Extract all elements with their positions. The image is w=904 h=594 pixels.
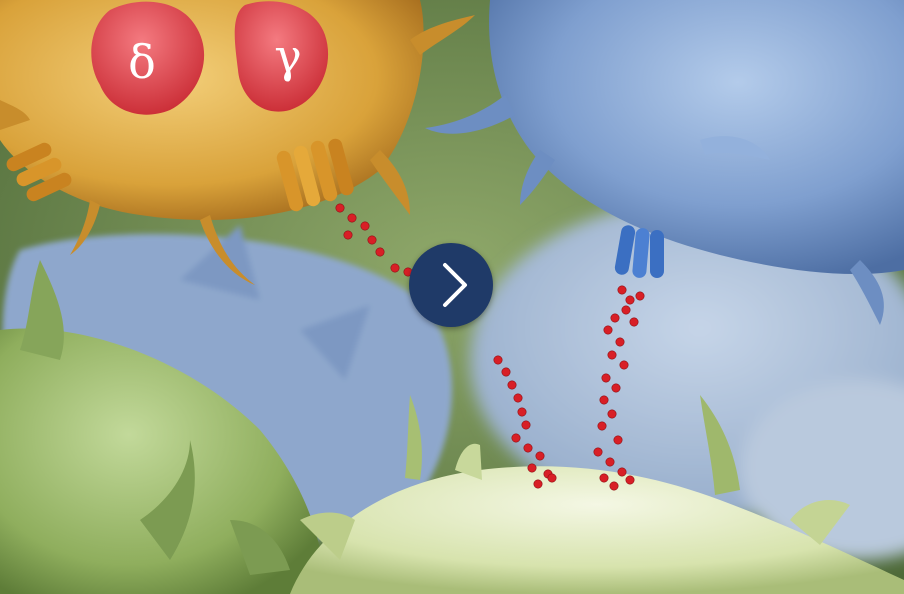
molecule-dot [619, 360, 629, 370]
molecule-dot [617, 285, 627, 295]
gamma-receptor: γ [234, 1, 329, 112]
background-blue-cell [470, 200, 904, 560]
molecule-dot [599, 395, 609, 405]
molecule-dot [607, 409, 617, 419]
delta-label: δ [128, 35, 156, 89]
molecule-dot [535, 451, 545, 461]
molecule-dot [601, 373, 611, 383]
molecule-dot [493, 355, 503, 365]
green-cell [0, 260, 323, 594]
molecule-dot [617, 467, 627, 477]
molecule-dot [610, 313, 620, 323]
molecule-dot [513, 393, 523, 403]
molecule-dot [360, 221, 370, 231]
chevron-right-icon [443, 263, 467, 307]
molecule-dot [523, 443, 533, 453]
molecule-dot [599, 473, 609, 483]
gamma-label: γ [274, 29, 302, 83]
next-slide-button[interactable] [409, 243, 493, 327]
pale-green-cell [290, 395, 904, 594]
molecule-dot [635, 291, 645, 301]
molecule-dot [621, 305, 631, 315]
molecule-dot [547, 473, 557, 483]
molecule-dot [343, 230, 353, 240]
molecule-dot [511, 433, 521, 443]
molecule-dot [625, 475, 635, 485]
molecule-dot [625, 295, 635, 305]
delta-receptor: δ [91, 1, 205, 115]
molecule-dot [507, 380, 517, 390]
molecule-dot [375, 247, 385, 257]
molecule-dot [501, 367, 511, 377]
molecule-dot [605, 457, 615, 467]
molecule-dot [603, 325, 613, 335]
molecule-dot [390, 263, 400, 273]
molecule-dot [521, 420, 531, 430]
molecule-dot [533, 479, 543, 489]
molecule-dot [593, 447, 603, 457]
molecule-dot [611, 383, 621, 393]
yellow-receptor-right [276, 138, 354, 212]
molecule-dot [517, 407, 527, 417]
molecule-dot [335, 203, 345, 213]
molecule-dot [629, 317, 639, 327]
molecule-dot [607, 350, 617, 360]
molecule-dot [615, 337, 625, 347]
molecule-dot [367, 235, 377, 245]
molecule-dot [597, 421, 607, 431]
molecule-dot [527, 463, 537, 473]
molecule-dot [609, 481, 619, 491]
released-molecules [335, 203, 645, 491]
blue-cell [425, 0, 904, 325]
yellow-receptor-left [6, 142, 72, 202]
molecule-dot [347, 213, 357, 223]
molecule-dot [613, 435, 623, 445]
blue-receptor [614, 225, 664, 278]
